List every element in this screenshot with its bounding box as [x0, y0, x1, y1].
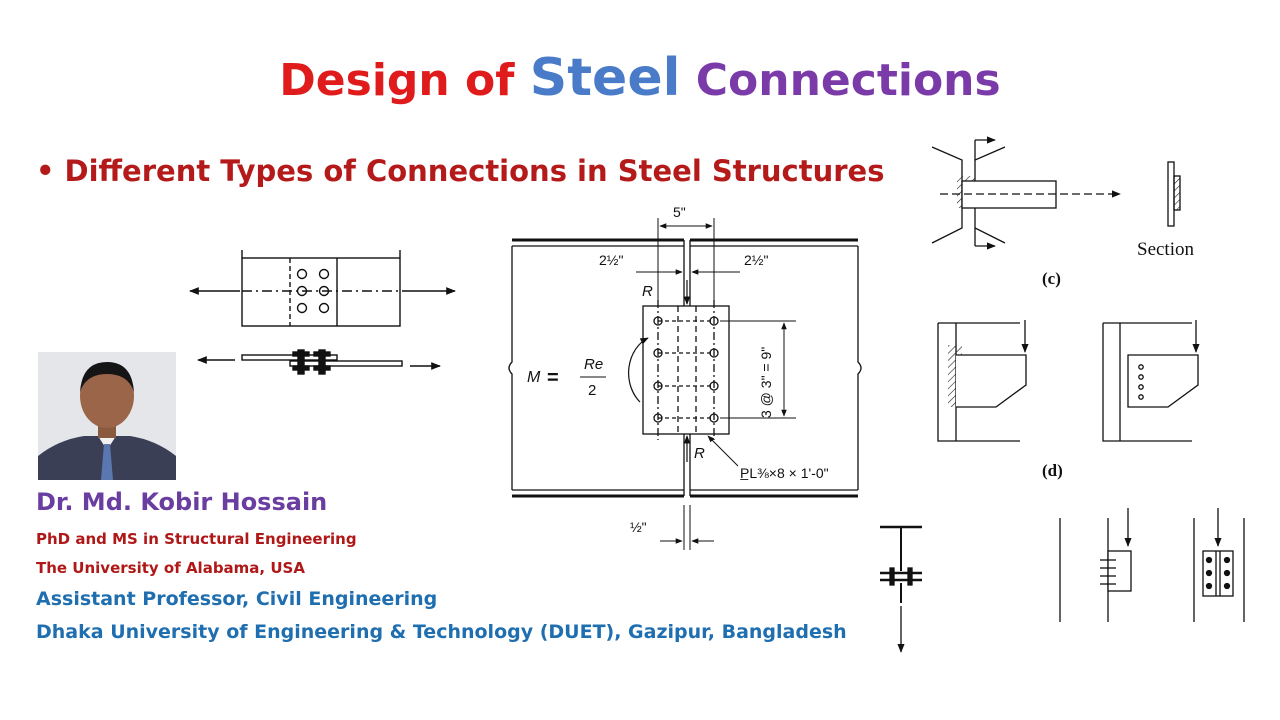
portrait-icon [38, 352, 176, 480]
moment-numerator: Re [584, 356, 603, 373]
reaction-bottom-label: R [694, 445, 705, 462]
lap-joint-figure [189, 250, 456, 375]
bracket-connections-figure [937, 320, 1200, 442]
title-part-3: Connections [680, 55, 1001, 106]
section-label: Section [1137, 239, 1194, 260]
welded-lap-figure [931, 136, 1181, 250]
author-institution: Dhaka University of Engineering & Techno… [36, 621, 847, 643]
dim-5-label: 5" [673, 204, 686, 220]
dim-2half-right-label: 2½" [744, 252, 768, 268]
dim-half-label: ½" [630, 519, 647, 535]
reaction-top-label: R [642, 283, 653, 300]
label-c: (c) [1042, 269, 1061, 288]
dim-2half-left-label: 2½" [599, 252, 623, 268]
author-photo [38, 352, 176, 480]
spacing-label: 3 @ 3" = 9" [758, 347, 774, 418]
seat-connections-figure [1059, 508, 1245, 622]
eccentric-splice-figure [508, 218, 862, 550]
bullet-point: • Different Types of Connections in Steel… [36, 154, 884, 188]
hanger-connection-figure [880, 525, 922, 653]
slide-title: Design of Steel Connections [0, 48, 1280, 108]
author-name: Dr. Md. Kobir Hossain [36, 488, 328, 516]
bullet-text: Different Types of Connections in Steel … [64, 154, 885, 188]
title-part-2: Steel [529, 48, 681, 108]
author-position: Assistant Professor, Civil Engineering [36, 588, 438, 610]
title-part-1: Design of [279, 55, 530, 106]
moment-m-label: M [527, 369, 541, 386]
moment-equals: = [547, 367, 559, 389]
moment-denominator: 2 [588, 382, 596, 399]
author-university: The University of Alabama, USA [36, 559, 305, 577]
author-degree: PhD and MS in Structural Engineering [36, 530, 357, 548]
label-d: (d) [1042, 461, 1063, 480]
plate-label: P̲L⅜×8 × 1'-0" [739, 465, 828, 481]
bullet-symbol: • [36, 154, 55, 188]
